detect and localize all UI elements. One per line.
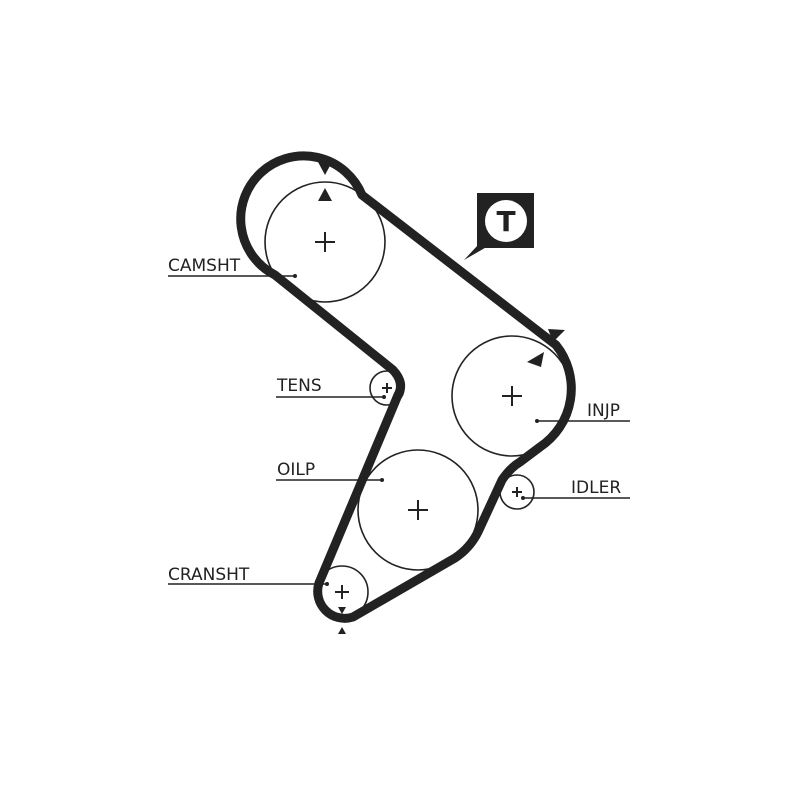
label-oil-pump: OILP <box>277 460 315 480</box>
camshaft-timing-mark <box>318 162 332 201</box>
crankshaft-timing-mark <box>338 607 346 634</box>
camshaft-pulley <box>264 181 386 303</box>
center-cross-icon <box>502 386 522 406</box>
injection-pump-pulley <box>451 335 573 457</box>
center-cross-icon <box>408 500 428 520</box>
timing-mark-arrow-icon <box>548 329 565 342</box>
tensioner-badge: T <box>464 193 534 260</box>
tensioner-badge-letter: T <box>496 205 515 238</box>
label-tensioner: TENS <box>276 376 322 396</box>
label-injection-pump: INJP <box>587 401 620 421</box>
timing-mark-arrow-icon <box>318 162 332 175</box>
timing-mark-arrow-icon <box>338 607 346 614</box>
tensioner-badge-icon <box>464 245 490 260</box>
label-camshaft: CAMSHT <box>168 256 241 276</box>
idler-pulley <box>499 474 535 510</box>
center-cross-icon <box>315 232 335 252</box>
label-idler: IDLER <box>571 478 621 498</box>
crankshaft-pulley <box>315 565 369 619</box>
center-cross-icon <box>335 585 349 599</box>
center-cross-icon <box>512 487 522 497</box>
timing-mark-arrow-icon <box>318 188 332 201</box>
timing-mark-arrow-icon <box>338 627 346 634</box>
leader-lines <box>168 274 630 586</box>
timing-mark-arrow-icon <box>527 352 544 367</box>
oil-pump-pulley <box>357 449 479 571</box>
injection-pump-timing-mark <box>527 329 565 367</box>
timing-belt <box>236 151 576 623</box>
tensioner-pulley <box>369 370 405 406</box>
label-crankshaft: CRANSHT <box>168 565 250 585</box>
center-cross-icon <box>382 383 392 393</box>
